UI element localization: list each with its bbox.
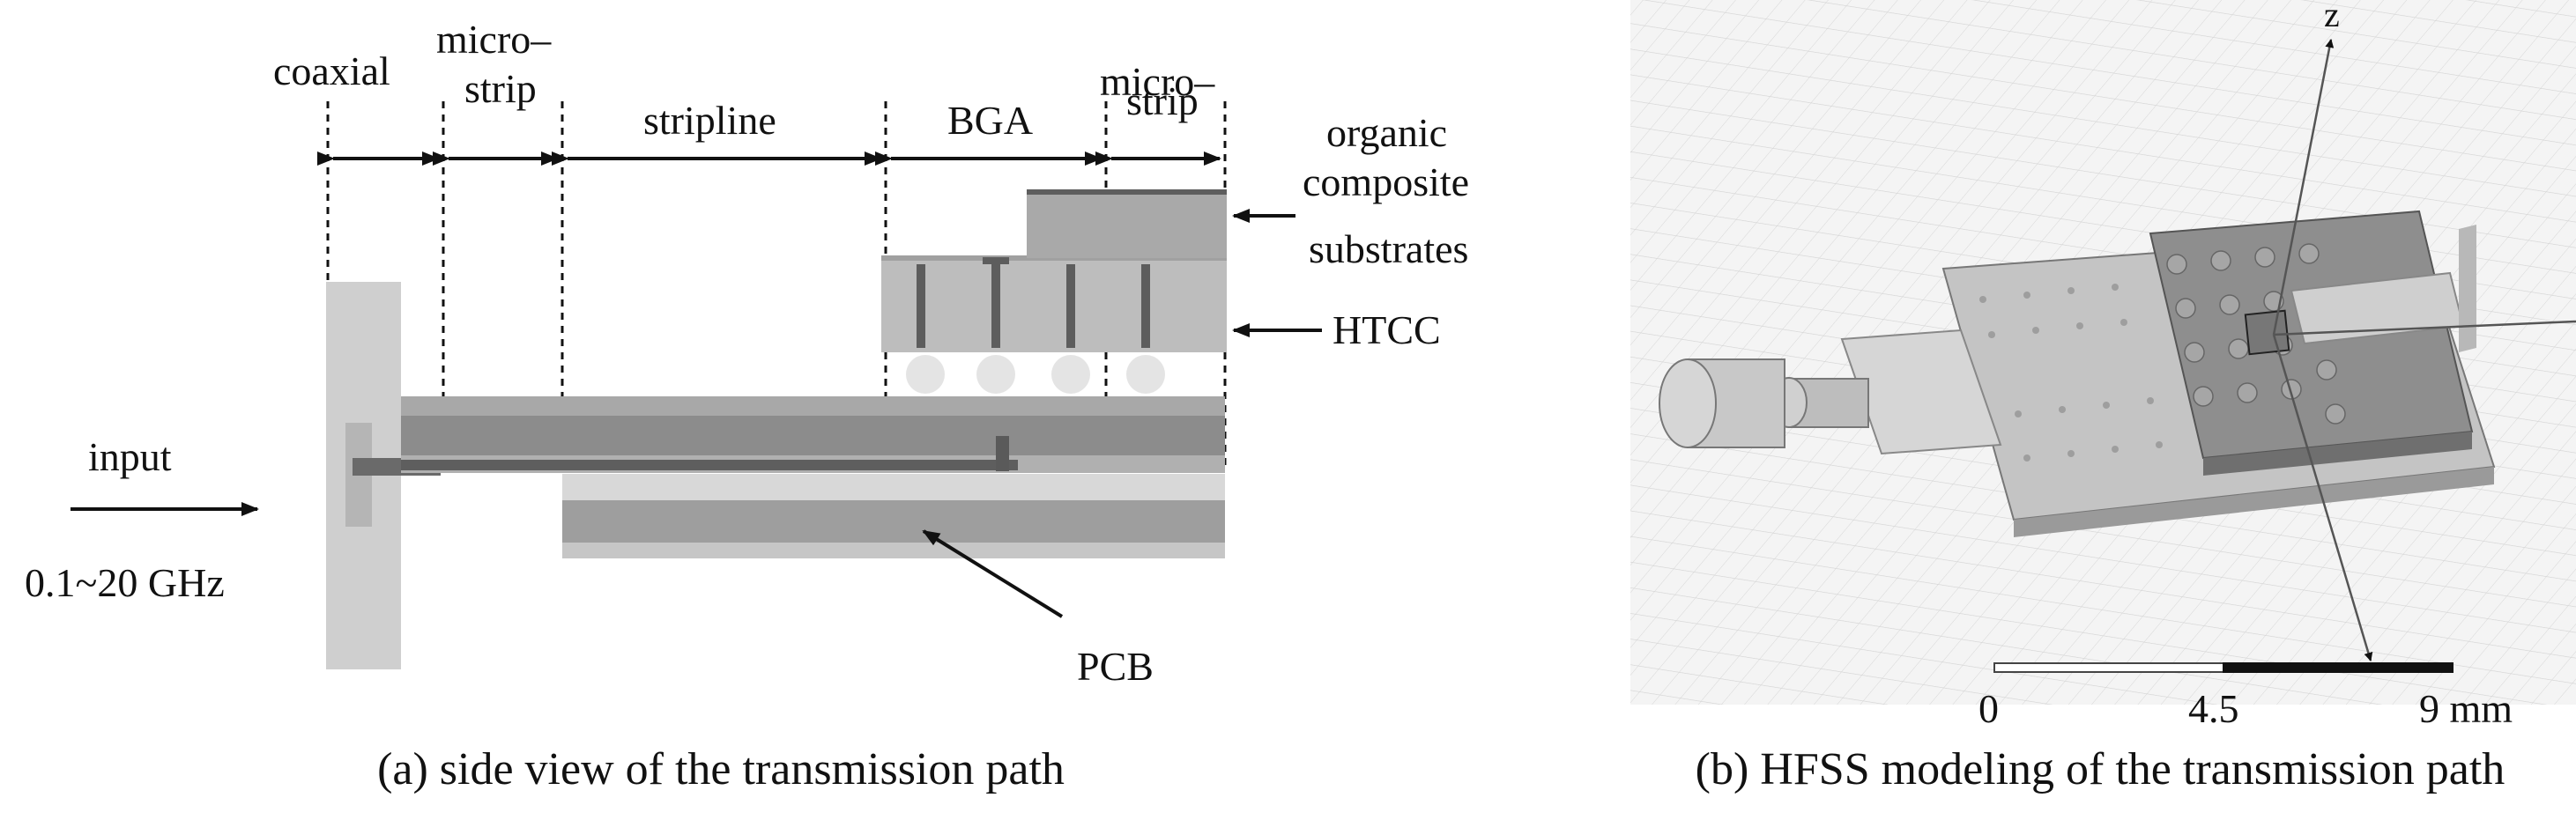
hfss-chip bbox=[2244, 309, 2290, 356]
hfss-x-axis bbox=[2272, 334, 2373, 661]
z-axis-label: z bbox=[2324, 0, 2340, 34]
microstrip-stripline-layer bbox=[401, 396, 1225, 473]
scale-label-end: 9 mm bbox=[2419, 686, 2513, 731]
scale-bar bbox=[1993, 662, 2454, 673]
organic-label-line2: composite bbox=[1303, 159, 1469, 204]
scale-label-mid: 4.5 bbox=[2188, 686, 2239, 731]
microstrip-right-label-line1: micro– bbox=[1100, 59, 1215, 104]
hfss-coaxial-cylinder bbox=[1659, 358, 1869, 448]
organic-label-line3: substrates bbox=[1309, 226, 1468, 271]
microstrip-left-label-line2: strip bbox=[464, 66, 537, 111]
panel-a-caption: (a) side view of the transmission path bbox=[377, 744, 1065, 794]
stripline-label: stripline bbox=[643, 98, 776, 143]
microstrip-right-label-line2: strip bbox=[1126, 78, 1199, 123]
frequency-label: 0.1~20 GHz bbox=[25, 560, 225, 605]
coaxial-label: coaxial bbox=[273, 48, 390, 93]
hfss-z-axis bbox=[2272, 39, 2335, 336]
pcb-board bbox=[562, 474, 1225, 558]
scale-label-0: 0 bbox=[1978, 686, 1999, 731]
hfss-via-dots bbox=[1979, 284, 2163, 462]
htcc-label: HTCC bbox=[1333, 307, 1441, 352]
organic-composite-substrate bbox=[1027, 189, 1227, 258]
panel-a-side-view: coaxial micro– strip stripline BGA micro… bbox=[25, 17, 1469, 794]
htcc-substrate bbox=[881, 255, 1227, 352]
microstrip-left-label-line1: micro– bbox=[436, 17, 552, 62]
pcb-label: PCB bbox=[1077, 644, 1154, 689]
bga-solder-balls bbox=[906, 355, 1165, 394]
input-label: input bbox=[88, 434, 172, 479]
pcb-pointer-arrow bbox=[922, 529, 1064, 618]
panel-b-hfss-model: z 0 4.5 9 mm (b) HFSS modeling of the tr… bbox=[1630, 0, 2576, 794]
panel-b-caption: (b) HFSS modeling of the transmission pa… bbox=[1696, 744, 2505, 794]
organic-label-line1: organic bbox=[1326, 110, 1447, 155]
hfss-bga-balls bbox=[2166, 243, 2346, 425]
hfss-y-axis bbox=[2273, 320, 2576, 336]
bga-label: BGA bbox=[947, 98, 1033, 143]
